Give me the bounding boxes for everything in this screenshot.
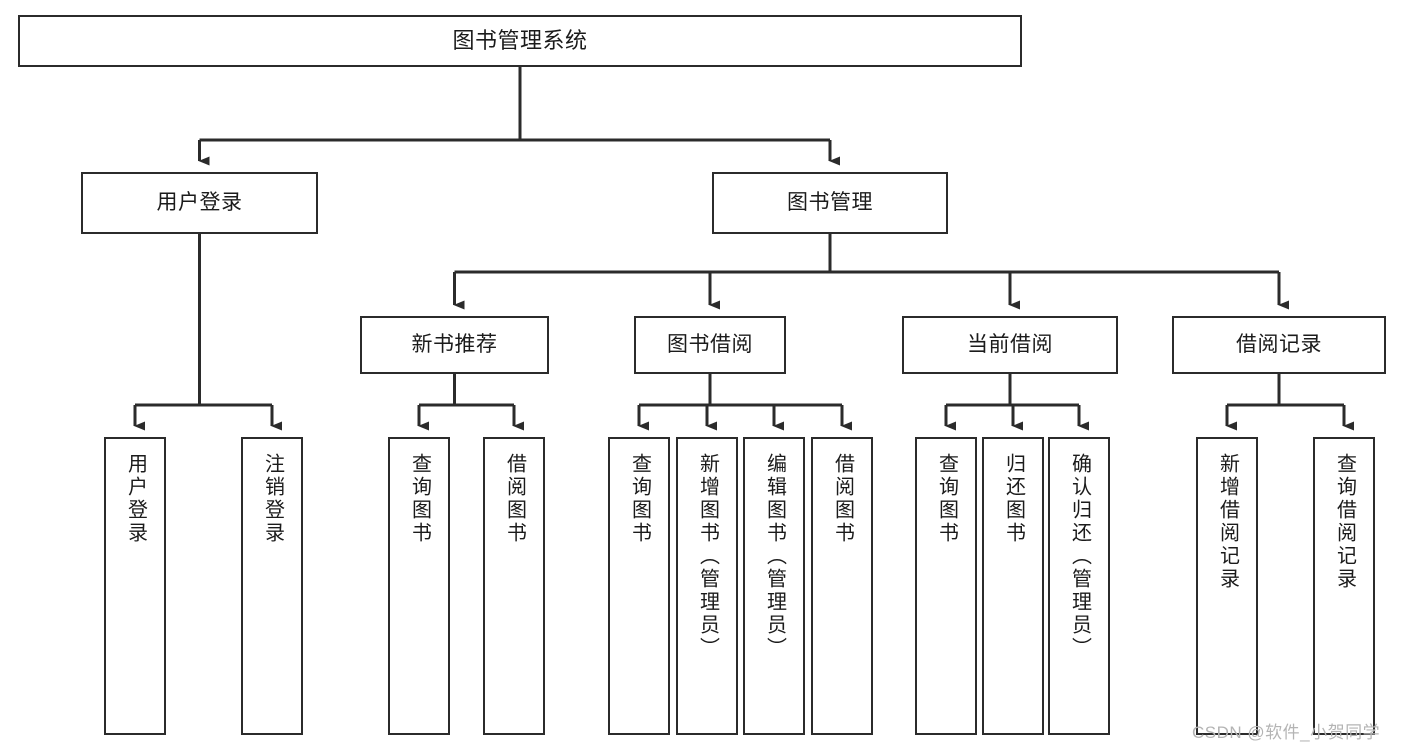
node-l-borrow-book-2[interactable]: 借阅图书 [811,437,873,735]
node-label: 当前借阅 [967,332,1053,356]
node-label: 借阅图书 [503,453,526,545]
node-label: 借阅记录 [1236,332,1322,356]
node-l-confirm-return[interactable]: 确认归还（管理员） [1048,437,1110,735]
node-n-book-manage[interactable]: 图书管理 [712,172,948,234]
node-n-new-rec[interactable]: 新书推荐 [360,316,549,374]
node-l-return-book[interactable]: 归还图书 [982,437,1044,735]
node-label: 新书推荐 [411,332,498,356]
node-l-user-login[interactable]: 用户登录 [104,437,166,735]
node-l-query-book-3[interactable]: 查询图书 [915,437,977,735]
node-label: 新增图书（管理员） [696,453,719,660]
node-n-user-login[interactable]: 用户登录 [81,172,318,234]
node-label: 用户登录 [124,453,147,545]
node-label: 查询图书 [408,453,431,545]
node-label: 图书管理 [787,190,873,214]
node-l-borrow-book-1[interactable]: 借阅图书 [483,437,545,735]
node-label: 用户登录 [156,190,243,214]
node-n-borrow[interactable]: 图书借阅 [634,316,786,374]
node-label: 注销登录 [261,453,284,545]
node-label: 查询借阅记录 [1333,453,1356,591]
node-label: 归还图书 [1002,453,1025,545]
node-label: 图书借阅 [667,332,753,356]
csdn-watermark: CSDN @软件_小贺同学 [1192,723,1381,742]
node-l-query-record[interactable]: 查询借阅记录 [1313,437,1375,735]
node-label: 借阅图书 [831,453,854,545]
node-l-add-record[interactable]: 新增借阅记录 [1196,437,1258,735]
node-label: 新增借阅记录 [1216,453,1239,591]
node-label: 图书管理系统 [452,28,588,54]
node-l-query-book-2[interactable]: 查询图书 [608,437,670,735]
node-label: 编辑图书（管理员） [763,453,786,660]
node-l-query-book-1[interactable]: 查询图书 [388,437,450,735]
node-n-current[interactable]: 当前借阅 [902,316,1118,374]
node-root[interactable]: 图书管理系统 [18,15,1022,67]
node-label: 查询图书 [935,453,958,545]
node-l-edit-book[interactable]: 编辑图书（管理员） [743,437,805,735]
node-n-records[interactable]: 借阅记录 [1172,316,1386,374]
node-l-user-logout[interactable]: 注销登录 [241,437,303,735]
node-l-add-book[interactable]: 新增图书（管理员） [676,437,738,735]
node-label: 确认归还（管理员） [1068,453,1091,660]
node-label: 查询图书 [628,453,651,545]
